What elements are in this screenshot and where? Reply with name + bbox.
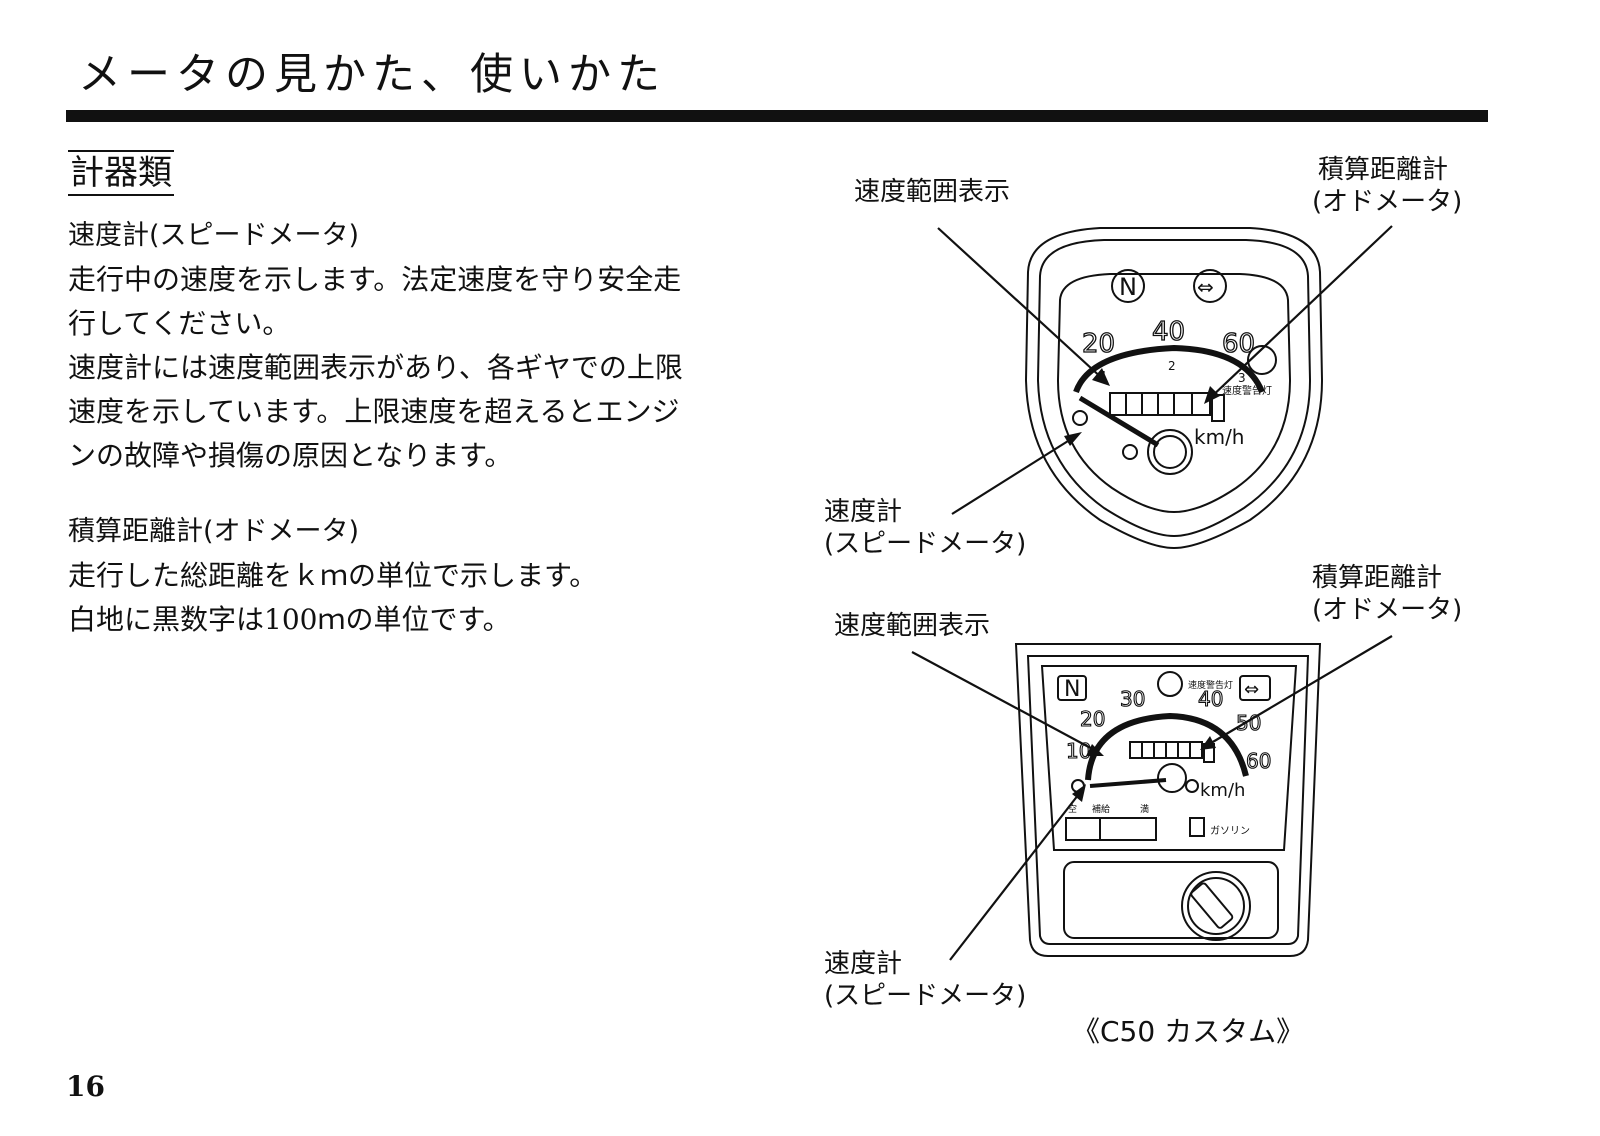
leader-line xyxy=(937,227,1105,381)
dial-number: 20 xyxy=(1080,707,1105,731)
leader-line xyxy=(911,651,1099,753)
fuel-gauge-empty: 空 xyxy=(1068,803,1077,815)
speedometer-text-block: 速度計(スピードメータ) 走行中の速度を示します。法定速度を守り安全走 行してく… xyxy=(68,214,683,478)
body-line: 白地に黒数字は100ｍの単位です。 xyxy=(68,603,511,636)
arrowhead-icon xyxy=(1064,432,1082,446)
speed-warning-text: 速度警告灯 xyxy=(1188,679,1233,691)
n-indicator-icon xyxy=(1111,269,1145,303)
bottom-speed-range-label: 速度範囲表示 xyxy=(834,611,991,641)
top-speed-range-label: 速度範囲表示 xyxy=(854,177,1011,207)
dial-number: 40 xyxy=(1152,317,1185,347)
page-title: メータの見かた、使いかた xyxy=(78,50,666,100)
bottom-meter-face xyxy=(1040,665,1298,851)
body-line: 行してください。 xyxy=(68,307,291,340)
dial-number: 30 xyxy=(1120,687,1145,711)
warning-lamp-icon xyxy=(1157,671,1183,697)
arrowhead-icon xyxy=(1200,736,1216,750)
leader-line xyxy=(1207,225,1393,401)
top-meter-housing-outer xyxy=(1024,227,1324,550)
dial-number: 20 xyxy=(1082,329,1115,359)
speed-warning-text: 速度警告灯 xyxy=(1222,384,1272,397)
fuel-gauge xyxy=(1065,817,1157,841)
n-indicator-text: N xyxy=(1119,273,1137,301)
odometer-heading: 積算距離計(オドメータ) xyxy=(68,516,360,547)
page-number: 16 xyxy=(66,1070,105,1103)
body-line: 速度を示しています。上限速度を超えるとエンジ xyxy=(68,395,680,428)
dial-number: 40 xyxy=(1198,687,1223,711)
leader-line xyxy=(949,789,1083,961)
unit-label: km/h xyxy=(1194,425,1244,449)
gear-mark: 3 xyxy=(1238,371,1246,385)
zero-marker xyxy=(1072,410,1088,426)
turn-indicator-text: ⇔ xyxy=(1197,275,1214,299)
speed-needle xyxy=(1089,778,1167,788)
arrowhead-icon xyxy=(1086,744,1104,756)
arrowhead-icon xyxy=(1204,386,1220,404)
arrowhead-icon xyxy=(1092,368,1110,386)
leader-line xyxy=(1205,635,1393,747)
body-line: 速度計には速度範囲表示があり、各ギヤでの上限 xyxy=(68,351,683,384)
bottom-meter-housing-inner xyxy=(1026,655,1310,945)
body-line: 走行した総距離をｋｍの単位で示します。 xyxy=(68,559,598,592)
body-line: ンの故障や損傷の原因となります。 xyxy=(68,439,513,472)
needle-hub-icon xyxy=(1147,429,1193,475)
body-line: 走行中の速度を示します。法定速度を守り安全走 xyxy=(68,263,682,296)
dial-number: 60 xyxy=(1246,749,1271,773)
turn-indicator-text: ⇔ xyxy=(1244,679,1259,700)
bottom-odometer-label-sub: (オドメータ) xyxy=(1312,595,1463,625)
fuel-gauge-refill: 補給 xyxy=(1092,803,1110,815)
bottom-meter: N ⇔ 速度警告灯 10 20 30 40 50 60 km/h 空 補給 満 … xyxy=(1014,643,1322,957)
ignition-key-icon xyxy=(1181,871,1251,941)
speedometer-heading: 速度計(スピードメータ) xyxy=(68,220,360,251)
top-odometer-label-sub: (オドメータ) xyxy=(1312,187,1463,217)
n-indicator-text: N xyxy=(1064,677,1080,702)
ignition-panel xyxy=(1063,861,1279,939)
model-caption: 《C50 カスタム》 xyxy=(1072,1015,1305,1048)
turn-indicator-icon xyxy=(1239,675,1271,701)
odometer-window xyxy=(1109,392,1211,416)
needle-hub-icon xyxy=(1157,763,1187,793)
gear-mark: 2 xyxy=(1168,359,1176,373)
n-indicator-icon xyxy=(1057,675,1087,701)
bottom-odometer-label: 積算距離計 xyxy=(1312,563,1443,593)
bottom-speedometer-label-sub: (スピードメータ) xyxy=(824,981,1027,1011)
unit-label: km/h xyxy=(1200,780,1245,801)
top-meter: N ⇔ 20 40 60 1 2 3 速度警告灯 km/h xyxy=(1024,227,1324,550)
speed-arc xyxy=(1073,344,1265,394)
warning-lamp-icon xyxy=(1247,345,1277,375)
top-speedometer-label: 速度計 xyxy=(824,497,903,527)
speed-needle xyxy=(1078,395,1160,448)
top-meter-housing-mid xyxy=(1036,239,1312,538)
top-meter-face xyxy=(1056,273,1292,514)
bottom-meter-housing-outer xyxy=(1014,643,1322,957)
title-rule xyxy=(66,110,1488,122)
odometer-text-block: 積算距離計(オドメータ) 走行した総距離をｋｍの単位で示します。 白地に黒数字は… xyxy=(68,510,597,642)
top-speedometer-label-sub: (スピードメータ) xyxy=(824,529,1027,559)
arrowhead-icon xyxy=(1072,784,1086,802)
fuel-label: ガソリン xyxy=(1210,825,1250,837)
bottom-speedometer-label: 速度計 xyxy=(824,949,903,979)
section-heading: 計器類 xyxy=(68,150,174,196)
fuel-gauge-full: 満 xyxy=(1140,804,1149,815)
turn-indicator-icon xyxy=(1193,269,1227,303)
leader-line xyxy=(951,435,1077,515)
top-odometer-label: 積算距離計 xyxy=(1318,155,1449,185)
fuel-pump-icon xyxy=(1189,817,1205,837)
